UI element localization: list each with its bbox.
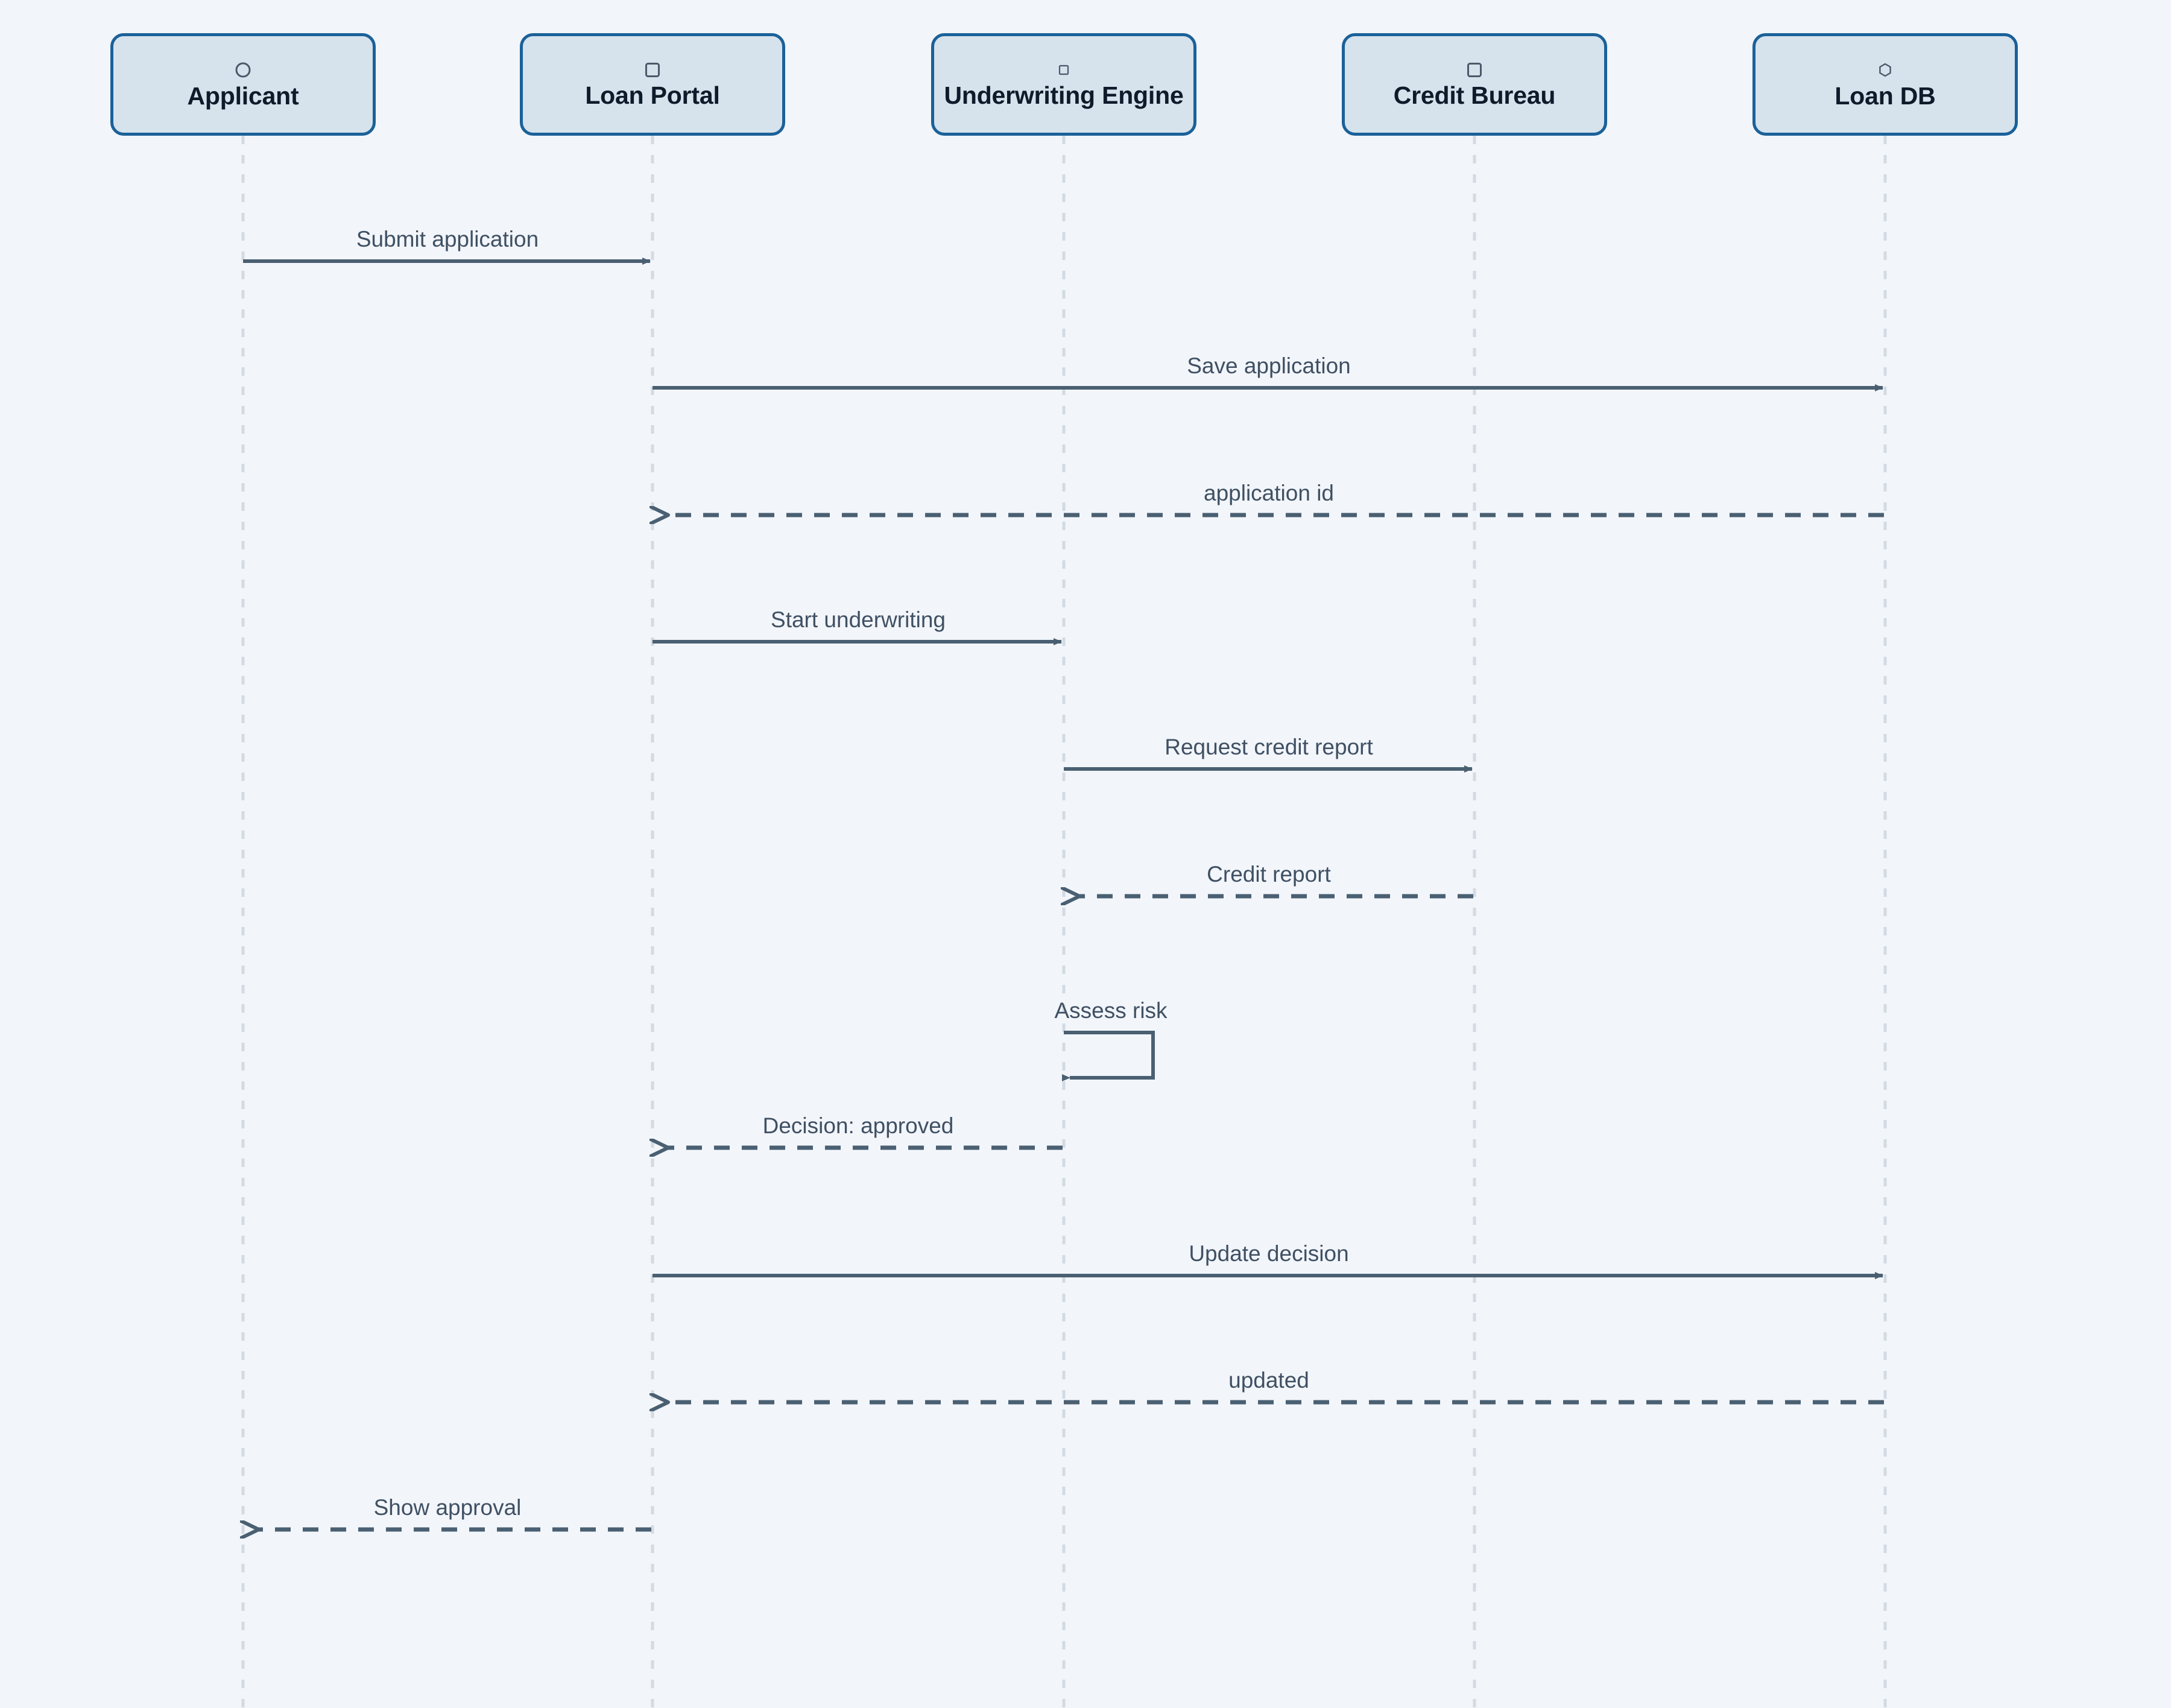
lifelines-group xyxy=(241,136,1887,1708)
messages-group xyxy=(243,258,1884,1529)
message-label-m2: Save application xyxy=(1187,353,1351,378)
participant-label: Applicant xyxy=(187,81,299,110)
participant-loandb[interactable]: Loan DB xyxy=(1752,33,2018,136)
message-label-m4: Start underwriting xyxy=(771,607,946,632)
participant-label: Loan DB xyxy=(1834,81,1936,110)
message-label-m1: Submit application xyxy=(356,227,539,251)
participant-engine[interactable]: Underwriting Engine xyxy=(931,33,1196,136)
participant-label: Loan Portal xyxy=(585,81,720,109)
message-label-m10: updated xyxy=(1228,1368,1309,1393)
participant-label: Credit Bureau xyxy=(1393,81,1556,109)
participant-bureau[interactable]: Credit Bureau xyxy=(1342,33,1607,136)
square-small-component-icon xyxy=(1055,62,1072,78)
circle-actor-icon xyxy=(234,61,252,79)
message-label-m5: Request credit report xyxy=(1165,735,1373,759)
participant-portal[interactable]: Loan Portal xyxy=(520,33,785,136)
message-label-m6: Credit report xyxy=(1207,862,1331,887)
participant-applicant[interactable]: Applicant xyxy=(110,33,376,136)
participant-label: Underwriting Engine xyxy=(944,81,1184,109)
message-label-m7: Assess risk xyxy=(1054,998,1168,1023)
hexagon-database-icon xyxy=(1876,61,1894,79)
message-arrow-m7[interactable] xyxy=(1062,1031,1155,1081)
square-component-icon xyxy=(644,62,661,78)
message-label-m9: Update decision xyxy=(1189,1241,1349,1266)
message-label-m11: Show approval xyxy=(373,1495,522,1520)
message-label-m3: application id xyxy=(1204,481,1334,505)
square-component-icon xyxy=(1466,62,1483,78)
message-label-m8: Decision: approved xyxy=(762,1113,954,1138)
